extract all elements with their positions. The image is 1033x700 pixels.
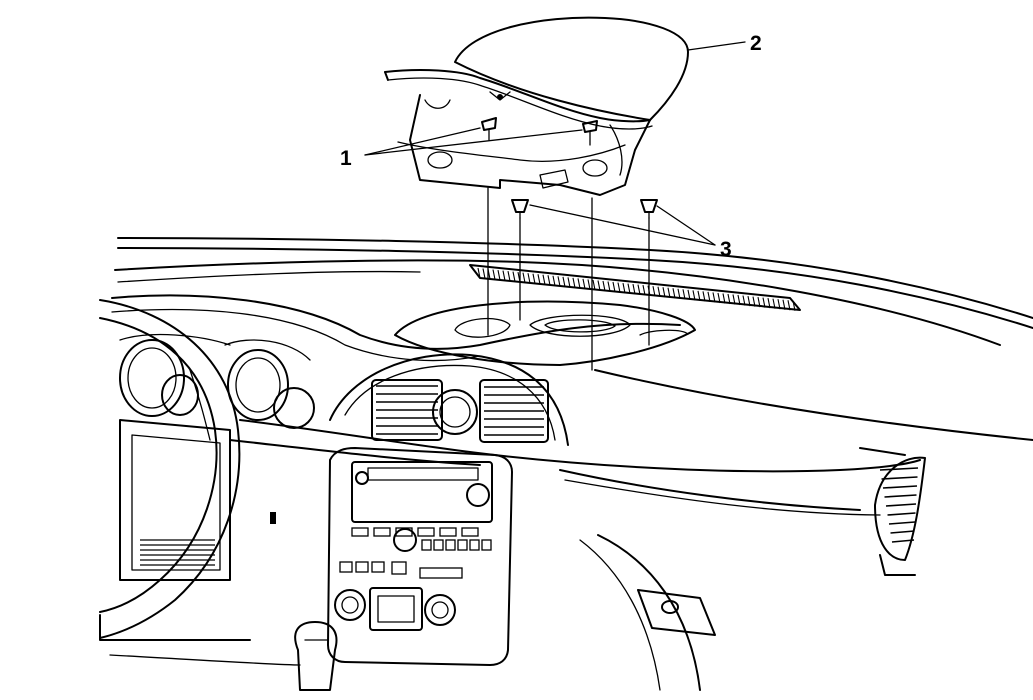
right-center-vent: [479, 379, 549, 443]
screw-right: [582, 120, 598, 146]
tune-knob: [466, 483, 490, 507]
clip-icon: [640, 199, 658, 213]
clip-right: [640, 199, 658, 219]
speaker-grille-cover: [384, 16, 689, 196]
callout-3: 3: [720, 238, 732, 261]
center-stack: [327, 447, 513, 666]
left-lower-trim: [119, 419, 276, 581]
hazard-switch: [270, 512, 276, 524]
grille-cover-top: [454, 16, 689, 121]
cd-slot: [367, 467, 479, 481]
right-temp-knob: [424, 594, 456, 626]
radio-display: [351, 461, 493, 523]
screw-left: [481, 117, 497, 141]
clip-left: [511, 199, 529, 219]
volume-knob: [393, 528, 417, 552]
speaker-opening: [394, 300, 696, 366]
defroster-grille: [469, 264, 801, 311]
dash-body-lines: [99, 369, 1033, 691]
clip-icon: [511, 199, 529, 213]
callout-1: 1: [340, 147, 352, 170]
analog-clock: [432, 389, 478, 435]
gauge-cluster: [119, 333, 315, 429]
glove-box-latch: [637, 589, 716, 636]
hvac-display: [369, 587, 423, 631]
screw-icon: [481, 117, 497, 131]
screw-icon: [582, 120, 598, 133]
steering-wheel: [99, 299, 241, 639]
left-temp-knob: [334, 589, 366, 621]
dashboard-top-outline: [111, 237, 1033, 362]
eject-button: [355, 471, 369, 485]
center-vent-assembly: [329, 353, 569, 446]
left-center-vent: [371, 379, 443, 441]
right-side-vent: [874, 456, 926, 576]
leader-lines: [364, 41, 746, 246]
gear-shifter: [294, 621, 338, 691]
alignment-lines: [487, 187, 650, 371]
callout-2: 2: [750, 32, 762, 55]
